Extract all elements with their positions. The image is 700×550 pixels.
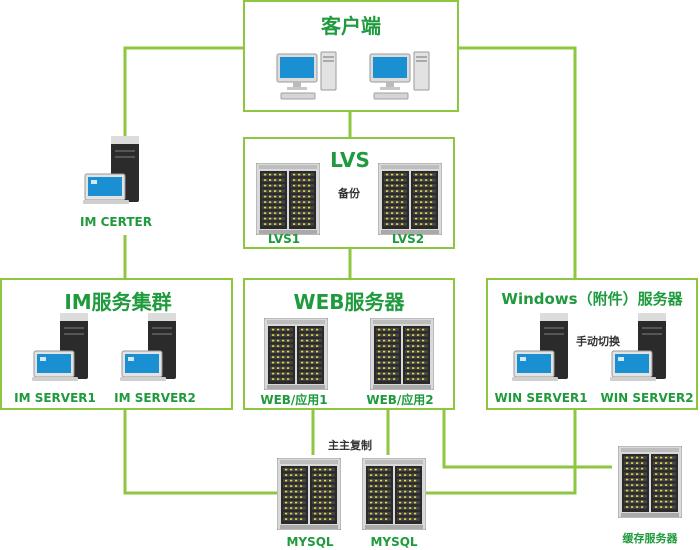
- lvs2-label: LVS2: [391, 232, 425, 246]
- cache-label: 缓存服务器: [622, 532, 678, 545]
- lvs1-label: LVS1: [267, 232, 301, 246]
- im-cluster-title: IM服务集群: [64, 290, 172, 314]
- win-server1-label: WIN SERVER1: [494, 391, 588, 405]
- web2-label: WEB/应用2: [366, 393, 434, 407]
- mysql-replication-note: 主主复制: [328, 439, 372, 452]
- link-windows-to-mysql: [425, 410, 577, 495]
- rack-server-icon: [263, 317, 329, 394]
- mysql2-label: MYSQL: [370, 535, 418, 549]
- tower-server-with-monitor-icon: [32, 313, 104, 389]
- rack-server-icon: [369, 317, 435, 394]
- tower-server-with-monitor-icon: [512, 313, 584, 389]
- link-client-to-im-center: [123, 46, 243, 140]
- lvs-title: LVS: [330, 148, 370, 172]
- web1-label: WEB/应用1: [260, 393, 328, 407]
- im-server2-label: IM SERVER2: [114, 391, 196, 405]
- windows-title: Windows（附件）服务器: [501, 290, 683, 308]
- web-title: WEB服务器: [293, 290, 405, 314]
- link-im-cluster-to-mysql: [123, 410, 277, 495]
- lvs-backup-note: 备份: [338, 187, 360, 200]
- im-server1-label: IM SERVER1: [14, 391, 96, 405]
- rack-server-icon: [617, 445, 683, 522]
- win-server2-label: WIN SERVER2: [600, 391, 694, 405]
- im-center-label: IM CERTER: [80, 215, 152, 229]
- rack-server-icon: [255, 162, 321, 239]
- rack-server-icon: [361, 457, 427, 534]
- tower-server-with-monitor-icon: [610, 313, 682, 389]
- link-web-to-cache: [442, 410, 612, 469]
- tower-server-with-monitor-icon: [120, 313, 192, 389]
- rack-server-icon: [276, 457, 342, 534]
- desktop-computer-icon: [275, 50, 339, 106]
- mysql1-label: MYSQL: [286, 535, 334, 549]
- desktop-computer-icon: [368, 50, 432, 106]
- rack-server-icon: [377, 162, 443, 239]
- link-client-to-windows: [459, 46, 577, 280]
- tower-server-with-monitor-icon: [83, 136, 155, 212]
- windows-failover-note: 手动切换: [576, 335, 620, 348]
- client-title: 客户端: [321, 14, 381, 38]
- im-cluster-group: [0, 278, 233, 410]
